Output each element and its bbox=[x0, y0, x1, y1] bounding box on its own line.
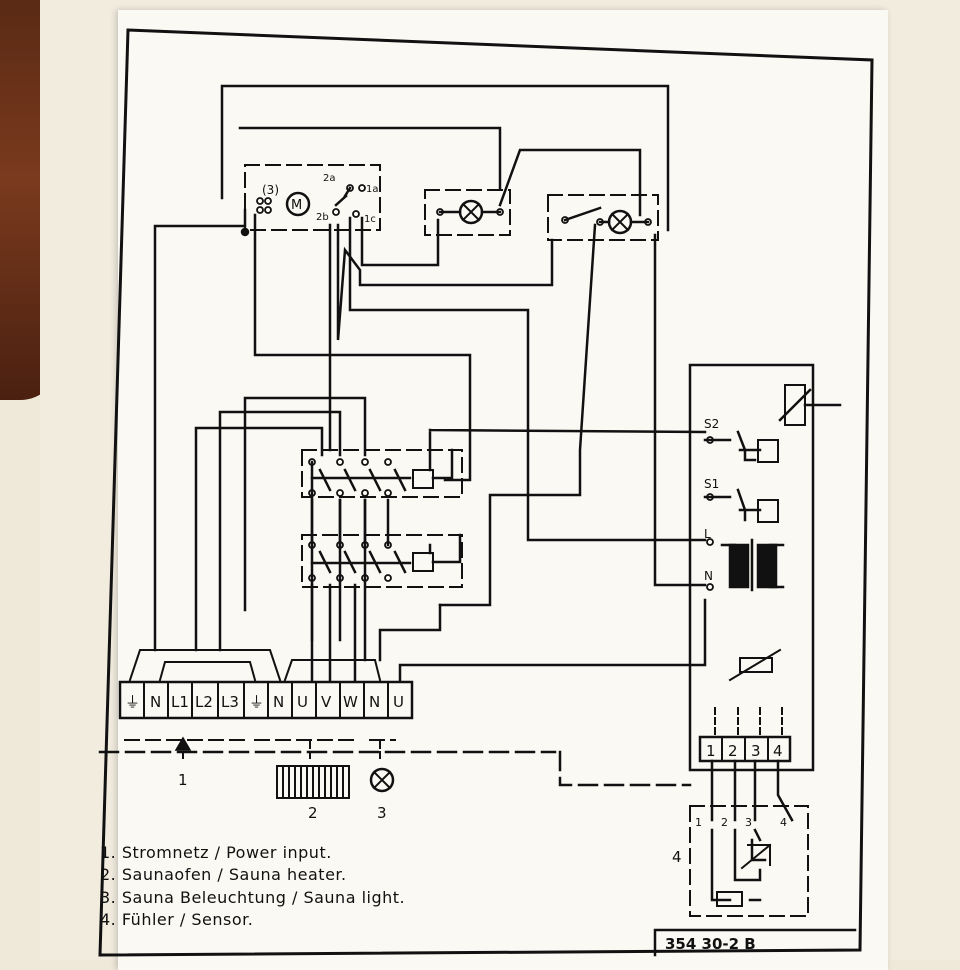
group-number-1: 1 bbox=[178, 771, 188, 789]
legend-item-3: 3. Sauna Beleuchtung / Sauna light. bbox=[100, 888, 405, 907]
switch-label-3: (3) bbox=[262, 183, 279, 197]
switch-label-2b: 2b bbox=[316, 212, 329, 223]
sensor-terminal-block bbox=[698, 735, 792, 763]
motor-label: M bbox=[291, 198, 302, 213]
sensor-box-terminal: 4 bbox=[780, 816, 787, 829]
side-label-n: N bbox=[704, 569, 713, 583]
terminal-label: U bbox=[393, 693, 404, 711]
switch-label-2a: 2a bbox=[323, 173, 336, 184]
switch-label-1c: 1c bbox=[364, 214, 376, 225]
terminal-label: W bbox=[343, 693, 358, 711]
legend-item-4: 4. Fühler / Sensor. bbox=[100, 910, 253, 929]
motor-icon bbox=[285, 191, 311, 217]
sensor-terminal-label: 4 bbox=[773, 742, 783, 760]
terminal-block bbox=[118, 649, 414, 720]
sensor-box-terminal: 1 bbox=[695, 816, 702, 829]
terminal-label: L3 bbox=[221, 693, 239, 711]
sensor-box-terminal: 2 bbox=[721, 816, 728, 829]
sensor-terminal-label: 3 bbox=[751, 742, 761, 760]
lamp-icon bbox=[607, 209, 633, 235]
sensor-terminal-label: 1 bbox=[706, 742, 716, 760]
fuse-icon bbox=[728, 648, 782, 682]
transformer-icon bbox=[720, 538, 785, 592]
lamp-icon bbox=[458, 199, 484, 225]
terminal-label: L2 bbox=[195, 693, 213, 711]
terminal-label: ⏚ bbox=[249, 693, 264, 711]
thermostat-icon bbox=[778, 384, 842, 426]
side-label-s1: S1 bbox=[704, 477, 719, 491]
terminal-label: N bbox=[369, 693, 380, 711]
sensor-terminal-label: 2 bbox=[728, 742, 738, 760]
sauna-light-icon bbox=[369, 767, 395, 793]
heater-icon bbox=[276, 765, 350, 799]
terminal-label: N bbox=[150, 693, 161, 711]
terminal-label: V bbox=[321, 693, 332, 711]
terminal-label: N bbox=[273, 693, 284, 711]
terminal-label: U bbox=[297, 693, 308, 711]
group-number-2: 2 bbox=[308, 804, 318, 822]
sensor-box-number: 4 bbox=[672, 848, 682, 866]
switch-label-1a: 1a bbox=[366, 184, 379, 195]
group-number-3: 3 bbox=[377, 804, 387, 822]
legend-item-2: 2. Saunaofen / Sauna heater. bbox=[100, 865, 347, 884]
part-number: 354 30-2 B bbox=[665, 935, 756, 953]
side-label-l: L bbox=[704, 527, 711, 541]
diagram-card bbox=[118, 10, 888, 970]
sensor-box-terminal: 3 bbox=[745, 816, 752, 829]
terminal-label: L1 bbox=[171, 693, 189, 711]
side-label-s2: S2 bbox=[704, 417, 719, 431]
legend-item-1: 1. Stromnetz / Power input. bbox=[100, 843, 332, 862]
terminal-label: ⏚ bbox=[125, 693, 140, 711]
